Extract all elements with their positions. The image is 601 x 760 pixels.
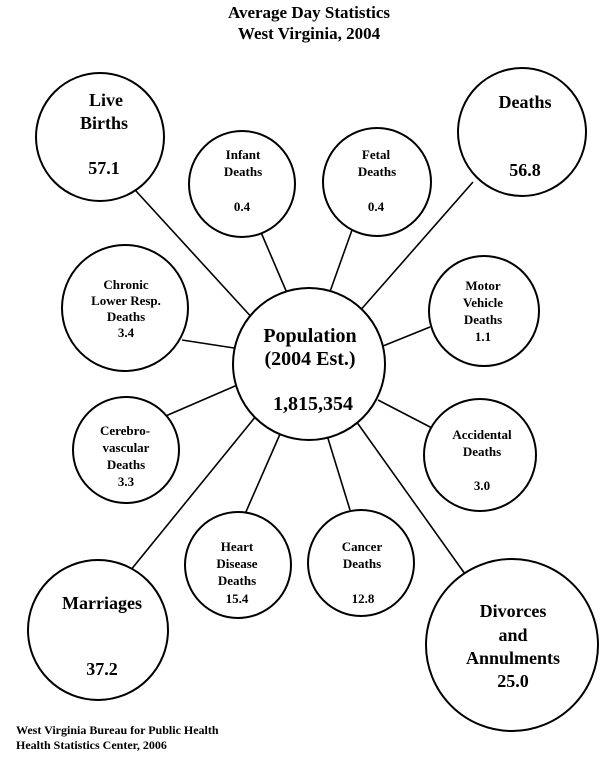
connector-marriages — [129, 415, 257, 572]
connector-lines — [129, 181, 474, 582]
connector-accidental — [377, 399, 433, 429]
node-fetal-deaths-label-1: Fetal — [362, 147, 391, 162]
node-chronic-lower-resp-circle — [61, 244, 189, 372]
node-fetal-deaths-value: 0.4 — [368, 199, 385, 214]
connector-deaths — [357, 181, 474, 314]
node-motor-vehicle: Motor Vehicle Deaths 1.1 — [428, 255, 540, 367]
node-deaths-circle — [457, 67, 587, 197]
node-live-births: Live Births 57.1 — [35, 72, 165, 202]
node-cancer-circle — [307, 509, 415, 617]
node-divorces-label-1: Divorces — [480, 601, 547, 621]
source-line-2: Health Statistics Center, 2006 — [16, 738, 167, 752]
node-heart-disease-label-1: Heart — [221, 539, 254, 554]
node-marriages-circle — [27, 559, 169, 701]
connector-motor-vehicle — [382, 326, 431, 347]
node-motor-vehicle-label-2: Vehicle — [463, 295, 503, 310]
node-accidental-value: 3.0 — [474, 478, 490, 493]
population-label-2: (2004 Est.) — [264, 348, 355, 370]
node-chronic-lower-resp-label-1: Chronic — [103, 277, 148, 292]
node-population: Population (2004 Est.) 1,815,354 — [232, 287, 386, 441]
node-chronic-lower-resp-value: 3.4 — [118, 325, 135, 340]
node-cancer-value: 12.8 — [352, 591, 375, 606]
connector-cerebrovascular — [160, 382, 243, 419]
node-cancer-label-1: Cancer — [342, 539, 383, 554]
node-fetal-deaths-label-2: Deaths — [358, 164, 396, 179]
node-heart-disease: Heart Disease Deaths 15.4 — [184, 511, 292, 619]
connector-heart-disease — [244, 424, 285, 515]
node-live-births-label-2: Births — [80, 113, 128, 133]
node-infant-deaths: Infant Deaths 0.4 — [188, 130, 296, 238]
node-fetal-deaths-circle — [322, 127, 432, 237]
node-accidental-label-2: Deaths — [463, 444, 501, 459]
node-cerebrovascular-label-1: Cerebro- — [100, 423, 150, 438]
node-heart-disease-circle — [184, 511, 292, 619]
node-live-births-label-1: Live — [89, 90, 123, 110]
node-motor-vehicle-circle — [428, 255, 540, 367]
population-label-1: Population — [263, 325, 356, 347]
title-line-1: Average Day Statistics — [228, 3, 390, 22]
node-infant-deaths-label-1: Infant — [226, 147, 261, 162]
source-line-1: West Virginia Bureau for Public Health — [16, 723, 219, 737]
node-fetal-deaths: Fetal Deaths 0.4 — [322, 127, 432, 237]
node-marriages-label-1: Marriages — [62, 593, 142, 613]
node-cerebrovascular-circle — [72, 396, 180, 504]
node-divorces-label-2: and — [498, 625, 527, 645]
node-divorces-value: 25.0 — [497, 671, 529, 691]
node-infant-deaths-circle — [188, 130, 296, 238]
node-cancer-label-2: Deaths — [343, 556, 381, 571]
node-accidental-circle — [423, 398, 537, 512]
connector-fetal-deaths — [326, 229, 353, 301]
node-accidental-label-1: Accidental — [452, 427, 512, 442]
connector-chronic-lower-resp — [181, 339, 235, 349]
node-chronic-lower-resp: Chronic Lower Resp. Deaths 3.4 — [61, 244, 189, 372]
node-cerebrovascular-label-2: vascular — [103, 440, 150, 455]
population-value: 1,815,354 — [273, 393, 353, 415]
node-motor-vehicle-value: 1.1 — [475, 329, 491, 344]
node-live-births-value: 57.1 — [88, 158, 120, 178]
node-deaths-value: 56.8 — [509, 160, 541, 180]
connector-divorces — [355, 420, 471, 582]
node-accidental: Accidental Deaths 3.0 — [423, 398, 537, 512]
node-divorces-circle — [425, 558, 599, 732]
node-cerebrovascular: Cerebro- vascular Deaths 3.3 — [72, 396, 180, 504]
node-deaths: Deaths 56.8 — [457, 67, 587, 197]
node-cancer: Cancer Deaths 12.8 — [307, 509, 415, 617]
node-infant-deaths-label-2: Deaths — [224, 164, 262, 179]
title-line-2: West Virginia, 2004 — [238, 24, 381, 43]
node-chronic-lower-resp-label-2: Lower Resp. — [91, 293, 161, 308]
node-infant-deaths-value: 0.4 — [234, 199, 251, 214]
node-deaths-label-1: Deaths — [499, 92, 552, 112]
node-marriages: Marriages 37.2 — [27, 559, 169, 701]
node-heart-disease-value: 15.4 — [226, 591, 249, 606]
node-motor-vehicle-label-3: Deaths — [464, 312, 502, 327]
node-divorces: Divorces and Annulments 25.0 — [425, 558, 599, 732]
connector-live-births — [135, 190, 256, 322]
node-live-births-circle — [35, 72, 165, 202]
connector-infant-deaths — [259, 229, 291, 301]
node-marriages-value: 37.2 — [86, 659, 118, 679]
node-population-circle — [232, 287, 386, 441]
node-heart-disease-label-3: Deaths — [218, 573, 256, 588]
node-heart-disease-label-2: Disease — [216, 556, 257, 571]
node-cerebrovascular-label-3: Deaths — [107, 457, 145, 472]
node-chronic-lower-resp-label-3: Deaths — [107, 309, 145, 324]
connector-cancer — [325, 431, 351, 511]
node-cerebrovascular-value: 3.3 — [118, 474, 135, 489]
node-motor-vehicle-label-1: Motor — [465, 278, 501, 293]
node-divorces-label-3: Annulments — [466, 648, 560, 668]
